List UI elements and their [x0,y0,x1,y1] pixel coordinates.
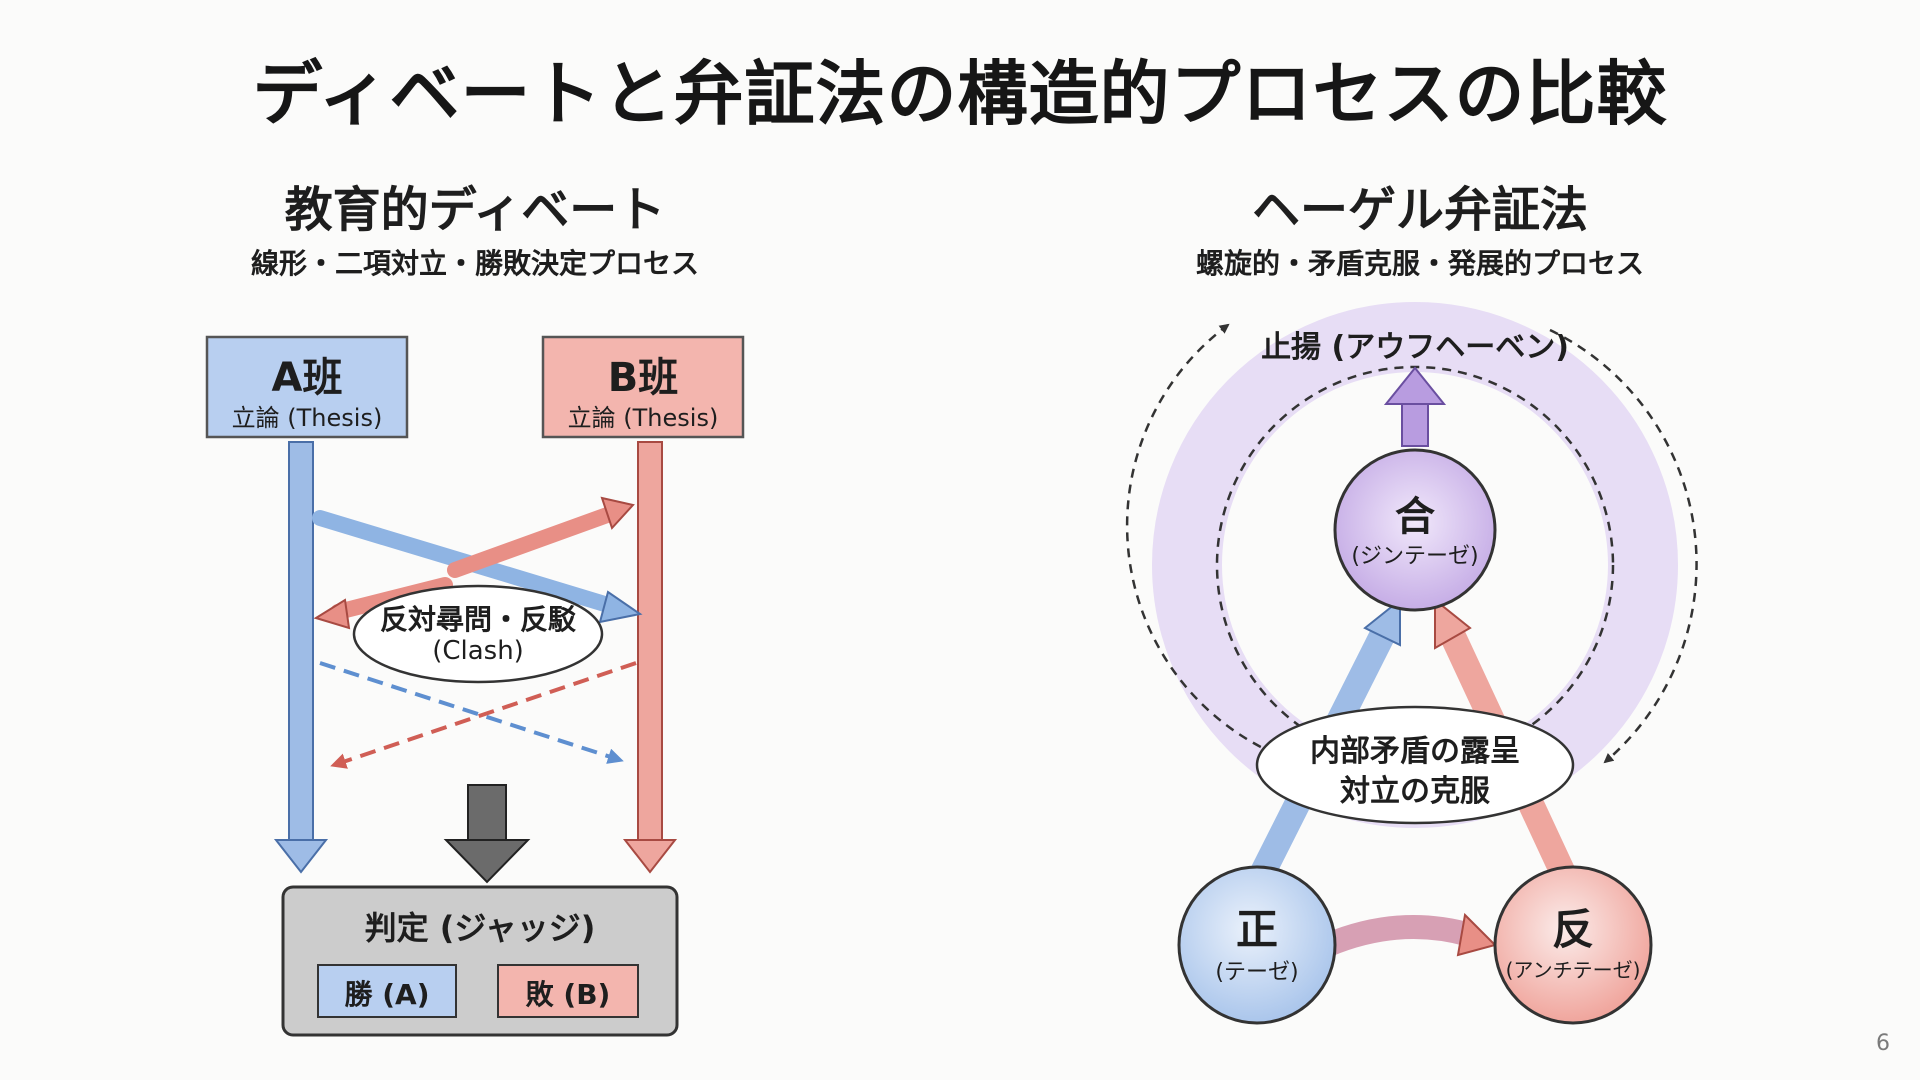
clash-label: 反対尋問・反駁 [379,603,576,636]
synthesis-circle [1333,448,1497,612]
outer-dashed-spiral-right [1549,328,1698,764]
thesis-reading: (テーゼ) [1215,960,1299,985]
antithesis-reading: (アンチテーゼ) [1505,958,1641,982]
contradiction-label: 内部矛盾の露呈 [1310,734,1520,769]
aufheben-up-arrow [1383,366,1447,447]
team-b-name: B班 [607,355,679,401]
team-b-downward-arrow [622,441,678,874]
synthesis-char: 合 [1395,494,1435,540]
thesis-to-antithesis-arrow [1323,912,1497,957]
team-a-name: A班 [271,355,343,401]
win-label: 勝 (A) [344,978,430,1011]
lose-box [497,964,639,1018]
antithesis-char: 反 [1551,905,1594,954]
debate-heading: 教育的ディベート [284,182,666,238]
team-b-box [541,335,745,439]
page-number: 6 [1876,1031,1890,1056]
synthesis-reading: (ジンテーゼ) [1351,544,1479,569]
team-a-downward-arrow [273,441,329,874]
judge-label: 判定 (ジャッジ) [364,909,596,947]
dialectic-subheading: 螺旋的・矛盾克服・発展的プロセス [1195,247,1644,280]
antithesis-circle [1493,865,1653,1025]
judge-down-arrow [443,784,531,884]
thesis-char: 正 [1235,905,1278,954]
rebuttal-dashed-arrows [319,661,637,769]
debate-subheading: 線形・二項対立・勝敗決定プロセス [250,247,699,280]
clash-cross-arrows [312,496,643,630]
thesis-circle [1177,865,1337,1025]
clash-sublabel: (Clash) [432,636,524,666]
team-b-role: 立論 (Thesis) [567,404,719,432]
contradiction-oval [1255,705,1575,825]
clash-oval [352,584,604,684]
win-box [317,964,457,1018]
outer-dashed-spiral-left [1125,323,1291,762]
dialectic-heading: ヘーゲル弁証法 [1251,182,1588,238]
lose-label: 敗 (B) [525,978,611,1011]
slide-title: ディベートと弁証法の構造的プロセスの比較 [252,53,1668,135]
aufheben-label: 止揚 (アウフヘーベン) [1261,330,1569,365]
team-a-box [205,335,409,439]
team-a-role: 立論 (Thesis) [231,404,383,432]
overcome-label: 対立の克服 [1340,774,1490,809]
